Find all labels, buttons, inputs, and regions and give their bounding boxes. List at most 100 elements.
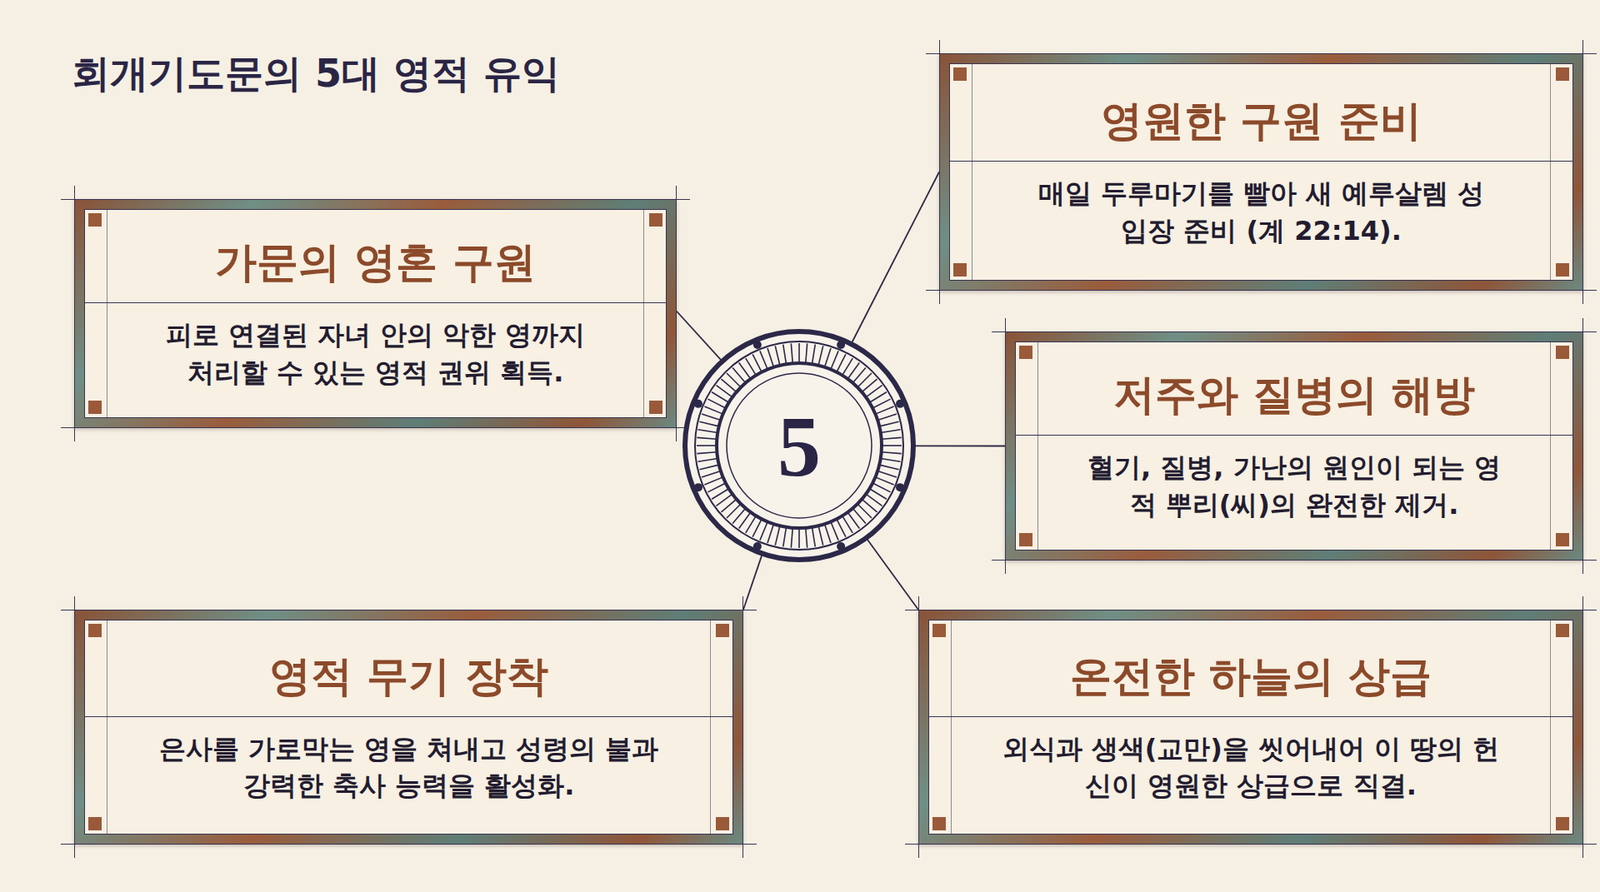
badge-tick <box>842 515 854 533</box>
badge-tick <box>696 452 717 455</box>
corner-plate <box>715 817 730 831</box>
crop-line <box>905 610 1597 611</box>
badge-tick <box>704 477 723 485</box>
crop-line <box>1582 318 1584 575</box>
frame-line <box>643 210 645 418</box>
crop-line <box>939 40 940 305</box>
badge-tick <box>745 515 757 533</box>
corner-plate <box>88 817 102 831</box>
corner-plate <box>1019 345 1033 360</box>
badge-dot <box>895 400 905 409</box>
box-panel: 가문의 영혼 구원피로 연결된 자녀 안의 악한 영까지 처리할 수 있는 영적… <box>84 209 667 419</box>
badge-tick <box>805 343 808 364</box>
badge-tick <box>836 354 846 372</box>
badge-tick <box>707 399 725 409</box>
badge-tick <box>711 489 729 500</box>
badge-tick <box>790 528 793 549</box>
frame-line <box>106 210 108 418</box>
badge-tick <box>836 519 846 537</box>
badge-tick <box>869 392 886 404</box>
badge-tick <box>739 362 751 379</box>
badge-tick <box>830 521 839 540</box>
center-badge: 5 <box>681 328 917 564</box>
badge-tick <box>767 348 774 368</box>
frame-line <box>1550 620 1551 835</box>
frame-line <box>950 620 952 835</box>
crop-line <box>1005 318 1006 575</box>
badge-tick <box>783 527 787 548</box>
frame-line <box>971 64 973 280</box>
frame-line <box>1037 342 1039 550</box>
corner-plate <box>953 67 967 81</box>
badge-tick <box>877 414 897 420</box>
box-heading: 영원한 구원 준비 <box>950 81 1573 162</box>
corner-plate <box>88 624 102 638</box>
frame-line <box>1550 342 1551 550</box>
crop-line <box>1582 596 1584 859</box>
badge-tick <box>790 343 793 364</box>
corner-plate <box>715 624 730 638</box>
badge-tick <box>879 421 899 427</box>
badge-tick <box>698 458 719 462</box>
badge-tick <box>872 399 890 409</box>
crop-line <box>925 53 1597 55</box>
badge-tick <box>752 354 762 372</box>
badge-tick <box>825 348 831 368</box>
corner-plate <box>953 263 967 277</box>
badge-tick <box>752 519 762 537</box>
corner-plate <box>1019 533 1033 547</box>
corner-plate <box>1555 263 1570 277</box>
corner-plate <box>1555 345 1570 360</box>
badge-dot <box>694 400 703 409</box>
badge-tick <box>696 437 717 440</box>
badge-tick <box>745 358 757 375</box>
badge-tick <box>880 458 901 462</box>
badge-tick <box>798 343 800 364</box>
badge-tick <box>707 483 725 493</box>
box-description: 피로 연결된 자녀 안의 악한 영까지 처리할 수 있는 영적 권위 획득. <box>150 303 601 390</box>
crop-line <box>991 331 1597 333</box>
badge-tick <box>798 528 800 549</box>
benefit-box: 영원한 구원 준비매일 두루마기를 빨아 새 예루살렘 성 입장 준비 (계 2… <box>939 53 1584 291</box>
crop-line <box>991 560 1597 561</box>
badge-tick <box>818 525 824 545</box>
crop-line <box>925 290 1597 291</box>
corner-plate <box>88 400 102 415</box>
badge-tick <box>877 471 897 478</box>
connector-line <box>867 539 919 610</box>
badge-tick <box>865 385 882 398</box>
badge-tick <box>811 527 815 548</box>
badge-dot <box>753 542 762 551</box>
frame-line <box>710 620 711 835</box>
badge-tick <box>881 437 902 440</box>
crop-line <box>74 185 75 442</box>
crop-line <box>905 844 1597 845</box>
badge-tick <box>881 452 902 455</box>
box-heading: 영적 무기 장착 <box>85 637 733 718</box>
benefit-box: 영적 무기 장착은사를 가로막는 영을 쳐내고 성령의 불과 강력한 축사 능력… <box>74 610 744 845</box>
connector-line <box>851 172 940 344</box>
badge-tick <box>699 421 719 427</box>
crop-line <box>74 596 75 859</box>
diagram-title: 회개기도문의 5대 영적 유익 <box>71 48 560 100</box>
box-panel: 온전한 하늘의 상급외식과 생색(교만)을 씻어내어 이 땅의 헌신이 영원한 … <box>928 620 1574 835</box>
frame-line <box>1550 64 1551 280</box>
badge-tick <box>767 524 774 544</box>
connector-line <box>676 311 721 361</box>
badge-tick <box>872 483 890 493</box>
badge-dot <box>895 483 905 492</box>
box-panel: 영적 무기 장착은사를 가로막는 영을 쳐내고 성령의 불과 강력한 축사 능력… <box>84 620 734 835</box>
box-description: 매일 두루마기를 빨아 새 예루살렘 성 입장 준비 (계 22:14). <box>1028 161 1495 249</box>
corner-plate <box>1555 533 1570 547</box>
connector-line <box>915 445 1005 447</box>
badge-tick <box>847 512 860 529</box>
crop-line <box>60 844 757 845</box>
benefit-box: 가문의 영혼 구원피로 연결된 자녀 안의 악한 영까지 처리할 수 있는 영적… <box>74 199 677 429</box>
corner-plate <box>1555 67 1570 81</box>
badge-tick <box>760 521 768 540</box>
badge-tick <box>699 465 719 470</box>
badge-tick <box>875 406 894 415</box>
badge-tick <box>698 430 719 434</box>
badge-tick <box>696 445 717 447</box>
